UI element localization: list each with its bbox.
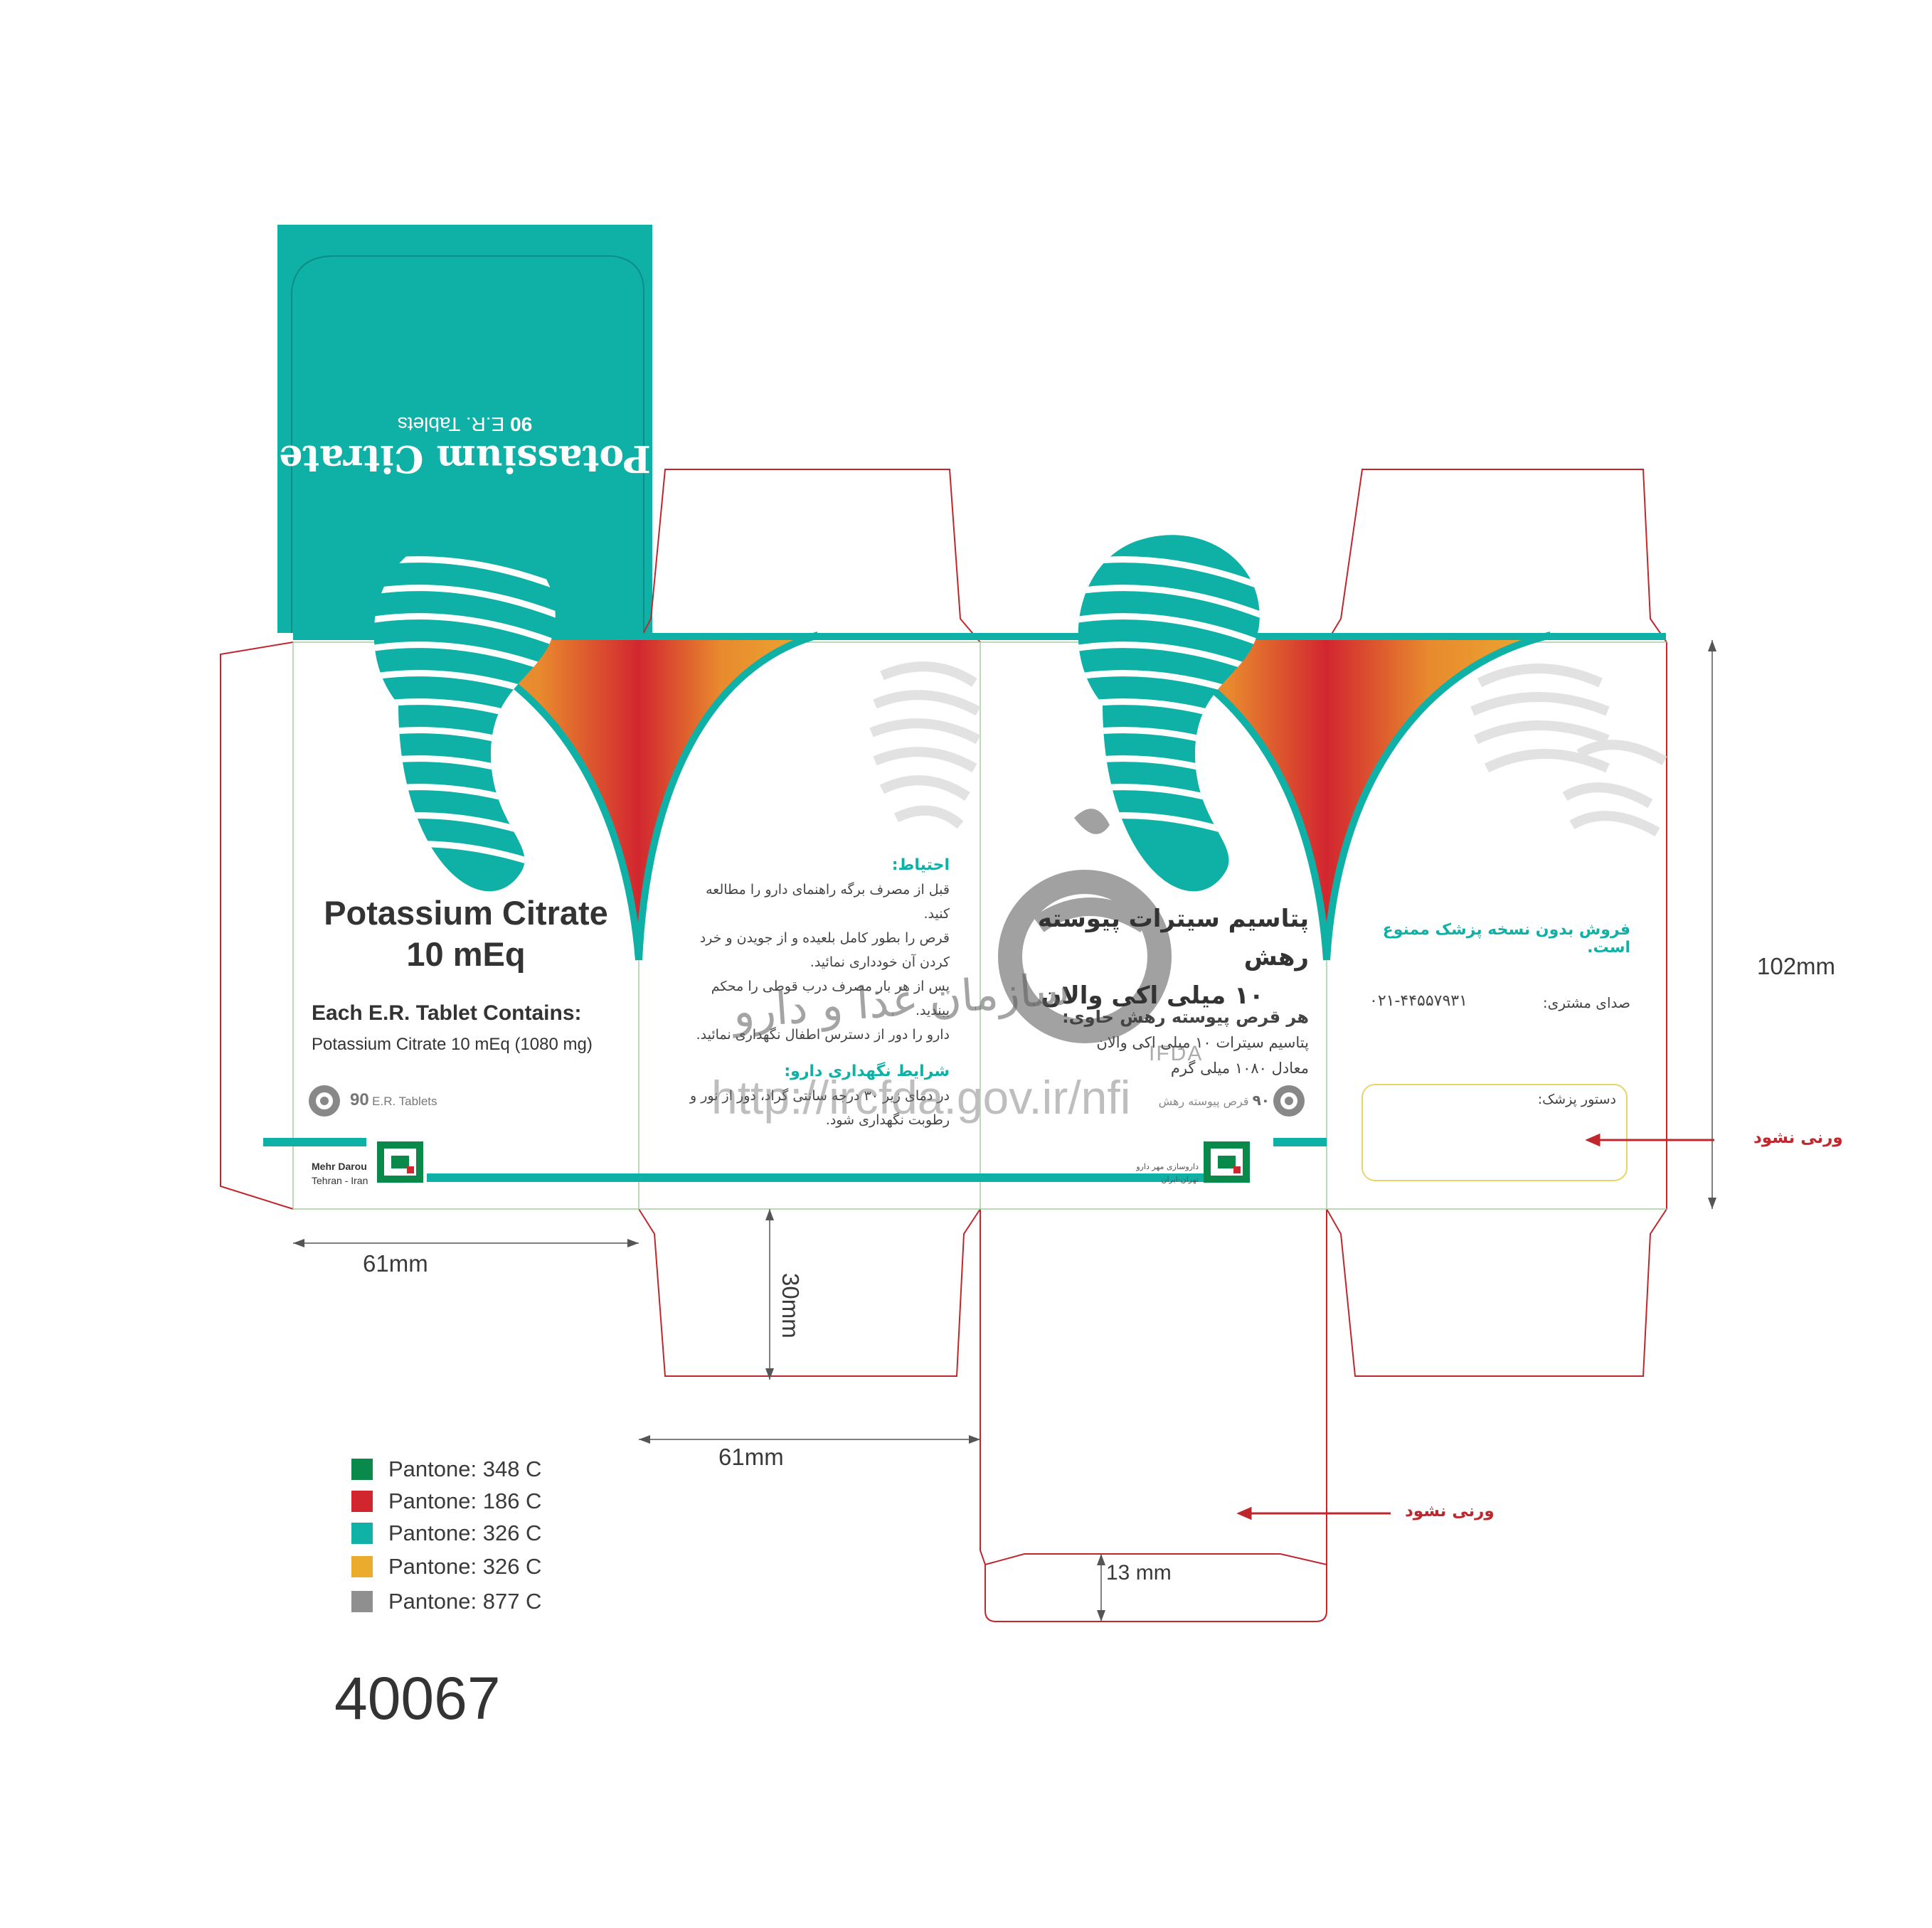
front-company: Mehr Darou Tehran - Iran bbox=[312, 1159, 368, 1188]
seal-icon-back bbox=[1273, 1085, 1305, 1117]
back-title: پتاسیم سیترات پیوسته رهش ۱۰ میلی اکی وال… bbox=[996, 900, 1309, 1015]
legend-item: Pantone: 326 C bbox=[351, 1552, 541, 1581]
top-flap-count: 90 bbox=[510, 413, 533, 435]
top-flap-title: Potassium Citrate bbox=[279, 437, 651, 480]
legend-swatch bbox=[351, 1459, 373, 1480]
back-ingredient-line2: معادل ۱۰۸۰ میلی گرم bbox=[1170, 1060, 1309, 1077]
no-varnish-note-1: ورنی نشود bbox=[1753, 1129, 1843, 1147]
front-count: 90 bbox=[350, 1090, 369, 1109]
caution-item: پس از هر بار مصرف درب قوطی را محکم ببندی… bbox=[711, 979, 950, 1018]
caution-title: احتیاط: bbox=[891, 856, 950, 874]
back-company-line1: داروسازی مهر دارو bbox=[1136, 1162, 1199, 1171]
legend-swatch bbox=[351, 1556, 373, 1577]
top-flap-cut-line bbox=[291, 255, 644, 633]
front-title: Potassium Citrate 10 mEq bbox=[293, 893, 639, 975]
dim-front-width: 61mm bbox=[363, 1250, 428, 1277]
front-title-line2: 10 mEq bbox=[406, 935, 526, 973]
ifda-watermark-emblem bbox=[998, 809, 1172, 1043]
dim-tuck-depth: 13 mm bbox=[1106, 1561, 1172, 1585]
legend-label: Pantone: 877 C bbox=[388, 1589, 542, 1614]
back-title-line1: پتاسیم سیترات پیوسته رهش bbox=[1037, 905, 1309, 971]
storage-title: شرایط نگهداری دارو: bbox=[784, 1062, 950, 1080]
doctor-box bbox=[1362, 1084, 1628, 1181]
front-tablets: E.R. Tablets bbox=[372, 1095, 437, 1108]
legend-item: Pantone: 326 C bbox=[351, 1519, 541, 1548]
back-each-tablet: هر قرص پیوسته رهش حاوی: bbox=[1062, 1007, 1309, 1027]
legend-label: Pantone: 326 C bbox=[388, 1520, 542, 1545]
cut-lines bbox=[220, 469, 1667, 1622]
mehr-darou-logo-back bbox=[1204, 1141, 1250, 1183]
prescription-warning: فروش بدون نسخه پزشک ممنوع است. bbox=[1382, 921, 1630, 957]
front-company-name: Mehr Darou bbox=[312, 1161, 367, 1172]
front-title-line1: Potassium Citrate bbox=[324, 894, 608, 932]
caution-item: قرص را بطور کامل بلعیده و از جویدن و خرد… bbox=[699, 930, 950, 970]
seal-icon-front bbox=[309, 1085, 340, 1117]
right-arc-fill bbox=[1327, 635, 1551, 960]
note-arrows bbox=[1236, 1133, 1714, 1520]
back-count-row: ۹۰ قرص پیوسته رهش bbox=[1110, 1092, 1270, 1109]
top-flap-tablets: E.R. Tablets bbox=[397, 413, 505, 435]
back-company-line2: تهران-ایران bbox=[1161, 1175, 1199, 1184]
legend-swatch bbox=[351, 1491, 373, 1512]
front-arc-fill bbox=[420, 635, 639, 960]
front-each-tablet: Each E.R. Tablet Contains: bbox=[312, 1001, 582, 1025]
caution-block: احتیاط: قبل از مصرف برگه راهنمای دارو را… bbox=[676, 853, 950, 1132]
back-title-line2: ۱۰ میلی اکی والان bbox=[1041, 981, 1264, 1010]
front-count-row: 90 E.R. Tablets bbox=[350, 1090, 437, 1110]
no-varnish-note-2: ورنی نشود bbox=[1405, 1502, 1495, 1520]
legend-item: Pantone: 186 C bbox=[351, 1487, 541, 1516]
back-ingredients: هر قرص پیوسته رهش حاوی: پتاسیم سیترات ۱۰… bbox=[996, 1004, 1309, 1081]
back-tablets: قرص پیوسته رهش bbox=[1158, 1095, 1249, 1108]
legend-label: Pantone: 348 C bbox=[388, 1456, 542, 1481]
storage-item: در دمای زیر ۳۰ درجه سانتی گراد، دور از ن… bbox=[690, 1088, 950, 1128]
legend-label: Pantone: 186 C bbox=[388, 1488, 542, 1513]
customer-phone: ۰۲۱-۴۴۵۵۷۹۳۱ bbox=[1369, 992, 1467, 1010]
legend-label: Pantone: 326 C bbox=[388, 1554, 542, 1579]
caution-item: قبل از مصرف برگه راهنمای دارو را مطالعه … bbox=[706, 882, 950, 922]
dim-flap-depth: 30mm bbox=[777, 1273, 804, 1338]
dim-height: 102mm bbox=[1757, 953, 1836, 979]
back-company: داروسازی مهر دارو تهران-ایران bbox=[1110, 1161, 1199, 1186]
grey-ghost-blob-side bbox=[869, 661, 981, 829]
dimension-arrowheads bbox=[293, 640, 1716, 1621]
dim-side-width: 61mm bbox=[718, 1444, 784, 1470]
caution-item: دارو را دور از دسترس اطفال نگهداری نمائی… bbox=[696, 1027, 950, 1043]
doctor-label: دستور پزشک: bbox=[1537, 1092, 1616, 1107]
customer-label: صدای مشتری: bbox=[1542, 994, 1630, 1011]
legend-swatch bbox=[351, 1591, 373, 1612]
side-arc-fill bbox=[639, 635, 818, 960]
front-ingredient: Potassium Citrate 10 mEq (1080 mg) bbox=[312, 1035, 593, 1054]
grey-ghost-blob-right bbox=[1470, 664, 1667, 837]
legend-item: Pantone: 877 C bbox=[351, 1587, 541, 1616]
front-bottom-band-left bbox=[263, 1138, 366, 1146]
top-teal-band bbox=[293, 633, 1666, 640]
dimension-lines bbox=[293, 640, 1713, 1621]
back-ingredient-line1: پتاسیم سیترات ۱۰ میلی اکی والان bbox=[1096, 1034, 1309, 1051]
watermark-url: http://ircfda.gov.ir/nfi bbox=[711, 1071, 1131, 1124]
bottom-band bbox=[427, 1173, 1225, 1182]
watermark-abbr: IFDA bbox=[1149, 1042, 1204, 1065]
back-arc-fill bbox=[1110, 635, 1327, 960]
back-count: ۹۰ bbox=[1252, 1092, 1270, 1109]
front-company-city: Tehran - Iran bbox=[312, 1175, 368, 1186]
legend-item: Pantone: 348 C bbox=[351, 1455, 541, 1484]
top-flap-text: Potassium Citrate 90 E.R. Tablets bbox=[277, 412, 652, 481]
legend-swatch bbox=[351, 1523, 373, 1544]
mehr-darou-logo-front bbox=[377, 1141, 423, 1183]
artwork-code: 40067 bbox=[334, 1665, 501, 1732]
